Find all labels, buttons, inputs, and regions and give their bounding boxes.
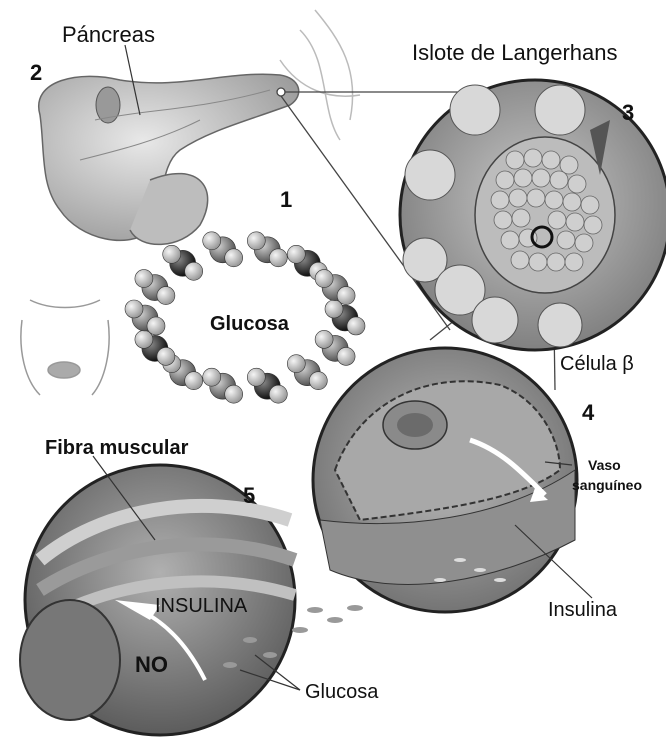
torso-sketch: [21, 300, 109, 395]
glucose-atom: [287, 245, 305, 263]
glucose-atom: [185, 262, 203, 280]
label-beta-cell: Célula β: [560, 353, 634, 375]
glucose-atom: [269, 385, 287, 403]
step-number-4: 4: [582, 400, 595, 425]
glucose-atom: [315, 330, 333, 348]
step-number-1: 1: [280, 187, 292, 212]
glucose-atom: [337, 347, 355, 365]
glucose-atom: [203, 232, 221, 250]
label-muscle-fiber: Fibra muscular: [45, 437, 189, 459]
glucose-atom: [203, 368, 221, 386]
glucose-atom: [247, 232, 265, 250]
label-insulin: Insulina: [548, 599, 618, 621]
step-number-2: 2: [30, 60, 42, 85]
glucose-atom: [157, 287, 175, 305]
glucose-atom: [225, 385, 243, 403]
glucose-atom: [269, 249, 287, 267]
pancreas-illustration: [39, 74, 299, 244]
label-no: NO: [135, 652, 168, 677]
step-number-3: 3: [622, 100, 634, 125]
glucose-atom: [337, 287, 355, 305]
glucose-atom: [125, 300, 143, 318]
beta-cell-circle: [313, 348, 577, 612]
background-vessels: [280, 10, 360, 140]
label-blood-vessel-2: sanguíneo: [572, 477, 642, 493]
glucose-atom: [185, 372, 203, 390]
label-blood-vessel-1: Vaso: [588, 457, 621, 473]
glucose-atom: [287, 355, 305, 373]
glucose-atom: [163, 245, 181, 263]
glucose-atom: [309, 372, 327, 390]
step-number-5: 5: [243, 483, 255, 508]
glucose-atom: [315, 270, 333, 288]
glucose-atom: [147, 317, 165, 335]
label-islet: Islote de Langerhans: [412, 40, 618, 65]
label-insulin-caps: INSULINA: [155, 595, 248, 617]
glucose-atom: [225, 249, 243, 267]
glucose-atom: [247, 368, 265, 386]
glucose-atom: [157, 347, 175, 365]
label-glucose-molecule: Glucosa: [210, 313, 290, 335]
glucose-particles: [292, 605, 363, 633]
label-pancreas: Páncreas: [62, 22, 155, 47]
label-glucose: Glucosa: [305, 681, 379, 703]
glucose-atom: [135, 270, 153, 288]
glucose-atom: [347, 317, 365, 335]
